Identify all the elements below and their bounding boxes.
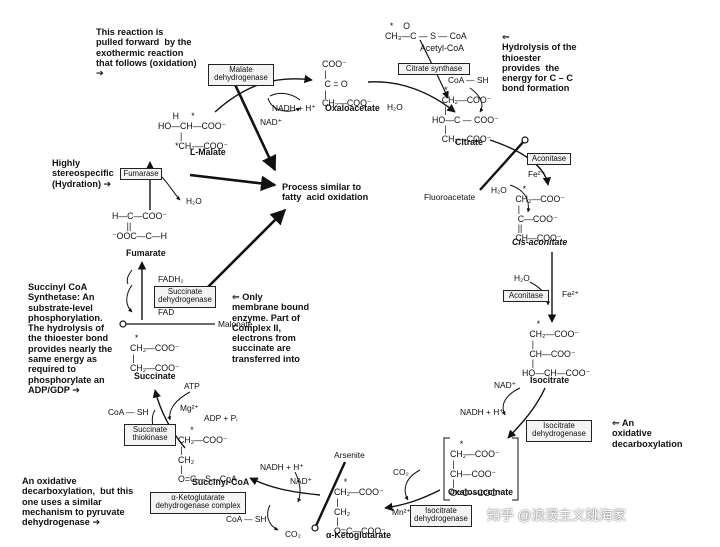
molecule-oxaloacetate: COO⁻ | C = O | CH₂—COO⁻ (322, 59, 372, 109)
note-malate-dh: This reaction is pulled forward by the e… (96, 27, 197, 79)
cofactor-malonate: Malonate (218, 319, 253, 329)
malatedh-to-fattyacid-arrow (230, 77, 277, 172)
cofactor-coa-sh-left: CoA — SH (108, 407, 149, 417)
cofactor-adp-pi: ADP + Pᵢ (204, 413, 238, 423)
succdh-to-fattyacid-arrow (204, 208, 287, 291)
molecule-fumarate: H—C—COO⁻ || ⁻OOC—C—H (112, 211, 167, 241)
cofactor-mn: Mn²⁺ (392, 507, 411, 517)
note-succinate-dh: ⇐ Only membrane bound enzyme. Part of Co… (232, 292, 310, 364)
fumarase-to-fattyacid-arrow (189, 173, 277, 192)
molecule-acetyl-coa: * O CH₃—C — S — CoA (385, 21, 467, 41)
cofactor-h2o-fumarase: H₂O (186, 196, 202, 206)
enzyme-aconitase-2: Aconitase (503, 290, 549, 302)
note-citrate-synthase: ⇐ Hydrolysis of the thioester provides t… (502, 32, 577, 94)
molecule-oxalosuccinate: * CH₂—COO⁻ | CH—COO⁻ | O=C—COO⁻ (450, 439, 502, 499)
cofactor-fad: FAD (158, 307, 175, 317)
cofactor-fadh2: FADH₂ (158, 274, 184, 284)
arrow-succinylcoa-to-succinate (152, 389, 186, 449)
enzyme-akg-dehydrogenase-complex: α-Ketoglutarate dehydrogenase complex (150, 492, 246, 514)
cofactor-mg: Mg²⁺ (180, 403, 199, 413)
cofactor-arsenite: Arsenite (334, 450, 365, 460)
cofactor-nad-isocitrate: NAD⁺ (494, 380, 517, 390)
molecule-cis-aconitate-name: Cis-aconitate (512, 237, 568, 247)
cofactor-h2o-aconitase: H₂O (491, 185, 507, 195)
note-isocitrate-dh: ⇐ An oxidative decarboxylation (612, 418, 683, 449)
molecule-succinyl-coa-name: Succinyl-CoA (192, 477, 250, 487)
molecule-fumarate-name: Fumarate (126, 248, 166, 258)
arrow-oxalosuccinate-to-akg (384, 489, 441, 512)
molecule-oxaloacetate-name: Oxaloacetate (325, 103, 380, 113)
enzyme-fumarase: Fumarase (120, 168, 162, 180)
note-fatty-acid: Process similar to fatty acid oxidation (282, 182, 369, 203)
molecule-cis-aconitate: * CH₂—COO⁻ | C—COO⁻ || CH—COO⁻ (515, 184, 565, 244)
molecule-acetyl-coa-name: Acetyl-CoA (420, 43, 464, 53)
enzyme-succinate-thiokinase: Succinate thiokinase (124, 424, 176, 446)
cofactor-fe-1: Fe²⁺ (528, 169, 545, 179)
molecule-succinate: * CH₂—COO⁻ | CH₂—COO⁻ (130, 333, 180, 373)
molecule-citrate: * CH₂—COO⁻ | HO—C — COO⁻ | CH₂—COO⁻ (432, 85, 499, 145)
note-succinyl-coa-synthetase: Succinyl CoA Synthetase: An substrate-le… (28, 282, 113, 395)
molecule-malate-name: L-Malate (190, 147, 226, 157)
cofactor-nadh-akg: NADH + H⁺ (260, 462, 304, 472)
cofactor-fluoroacetate: Fluoroacetate (424, 192, 476, 202)
cofactor-coa-sh-top: CoA — SH (448, 75, 489, 85)
note-fumarase: Highly stereospecific (Hydration) ➔ (52, 158, 114, 189)
fluoroacetate-inhibition-line (479, 139, 526, 191)
molecule-alpha-ketoglutarate-name: α-Ketoglutarate (326, 530, 392, 540)
cofactor-nad-top: NAD⁺ (260, 117, 283, 127)
molecule-isocitrate: * CH₂—COO⁻ | CH—COO⁻ | HO—CH—COO⁻ (522, 319, 591, 379)
enzyme-succinate-dehydrogenase: Succinate dehydrogenase (154, 286, 216, 308)
arrow-akg-to-succinylcoa (249, 477, 321, 496)
molecule-succinate-name: Succinate (134, 371, 176, 381)
cofactor-h2o-aconitase-2: H₂O (514, 273, 530, 283)
enzyme-citrate-synthase: Citrate synthase (398, 63, 470, 75)
molecule-isocitrate-name: Isocitrate (530, 375, 570, 385)
cofactor-coa-sh-bottom: CoA — SH (226, 514, 267, 524)
cofactor-nadh-isocitrate: NADH + H⁺ (460, 407, 504, 417)
molecule-alpha-ketoglutarate: * CH₂—COO⁻ | CH₂ | O=C—COO⁻ (334, 477, 386, 537)
molecule-oxalosuccinate-name: Oxalosuccinate (448, 487, 514, 497)
enzyme-aconitase-1: Aconitase (527, 153, 571, 165)
note-akg-dh: An oxidative decarboxylation, but this o… (22, 476, 134, 528)
cofactor-h2o-cs: H₂O (387, 102, 403, 112)
molecule-malate: H * HO—CH—COO⁻ | *CH₂—COO⁻ (158, 111, 229, 151)
enzyme-isocitrate-dehydrogenase: Isocitrate dehydrogenase (526, 420, 592, 442)
cofactor-fe-2: Fe²⁺ (562, 289, 579, 299)
enzyme-isocitrate-dehydrogenase-2: Isocitrate dehydrogenase (410, 505, 472, 527)
molecule-succinyl-coa: * CH₂—COO⁻ | CH₂ | O=C—S—CoA (178, 425, 237, 485)
arrow-oaa-to-citrate (367, 81, 456, 113)
enzyme-malate-dehydrogenase: Malate dehydrogenase (208, 64, 274, 86)
molecule-citrate-name: Citrate (455, 137, 483, 147)
cofactor-co2-bottom: CO₂ (285, 529, 301, 539)
cofactor-nadh-top: NADH + H⁺ (272, 103, 316, 113)
arrow-isocitrate-to-oxalosuccinate (507, 387, 546, 439)
cofactor-nad-akg: NAD⁺ (290, 476, 313, 486)
cofactor-co2-right: CO₂ (393, 467, 409, 477)
watermark: 知乎 @浪漫主义跳海家 (487, 508, 626, 523)
arsenite-inhibition-line (313, 461, 347, 529)
cofactor-atp: ATP (184, 381, 200, 391)
oxalosuccinate-bracket (443, 437, 519, 501)
